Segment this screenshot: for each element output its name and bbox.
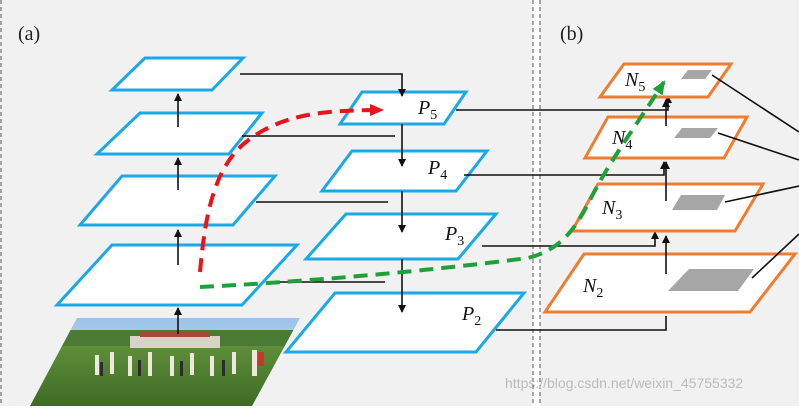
roi-output-lines bbox=[711, 74, 799, 279]
fpn-labels: P5 P4 P3 P2 bbox=[417, 97, 481, 329]
backbone-level-2 bbox=[76, 174, 279, 227]
fpn-level-p4 bbox=[319, 149, 491, 193]
backbone-level-1 bbox=[53, 243, 301, 307]
backbone-levels bbox=[53, 56, 301, 307]
fpn-level-p2 bbox=[282, 291, 528, 354]
label-n5: N5 bbox=[624, 69, 645, 95]
bottomup-level-n5 bbox=[597, 62, 734, 99]
panel-a-label: (a) bbox=[18, 23, 40, 45]
roi-n2 bbox=[668, 269, 754, 291]
label-p2: P2 bbox=[461, 303, 481, 329]
label-p5: P5 bbox=[417, 97, 437, 123]
watermark: https://blog.csdn.net/weixin_45755332 bbox=[505, 375, 743, 391]
bottomup-level-n3 bbox=[569, 182, 766, 233]
label-n2: N2 bbox=[582, 275, 603, 301]
bottomup-level-n2 bbox=[542, 252, 799, 314]
label-p3: P3 bbox=[444, 223, 464, 249]
fpn-level-p5 bbox=[337, 90, 469, 126]
backbone-level-4 bbox=[108, 56, 247, 92]
input-image bbox=[30, 318, 300, 406]
label-n3: N3 bbox=[601, 197, 622, 223]
roi-features bbox=[668, 70, 754, 291]
bottomup-level-n4 bbox=[582, 115, 750, 160]
red-dashed-path bbox=[198, 104, 384, 273]
label-n4: N4 bbox=[611, 127, 632, 153]
roi-n5 bbox=[681, 70, 712, 79]
bottomup-labels: N5 N4 N3 N2 bbox=[582, 69, 645, 301]
fpn-level-p3 bbox=[302, 212, 500, 261]
backbone-level-3 bbox=[93, 111, 266, 156]
fpn-levels bbox=[282, 90, 528, 354]
green-dashed-path bbox=[199, 80, 666, 289]
roi-n3 bbox=[672, 195, 725, 210]
label-p4: P4 bbox=[427, 157, 447, 183]
panel-b-label: (b) bbox=[560, 23, 583, 45]
roi-n4 bbox=[674, 128, 718, 138]
